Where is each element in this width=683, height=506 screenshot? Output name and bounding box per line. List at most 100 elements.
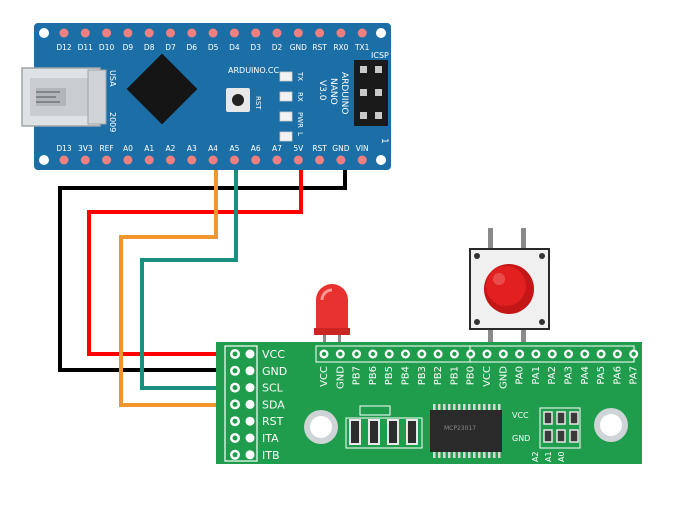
arduino-pin-a4: A4 — [208, 144, 218, 165]
arduino-bottom-pin-label: REF — [99, 144, 113, 153]
led-label: PWR — [296, 112, 304, 128]
expander-top-pin-label: PA0 — [515, 366, 526, 385]
led-rx: RX — [279, 91, 304, 102]
arduino-pin-d9: D9 — [123, 28, 134, 52]
arduino-bottom-pin-label: A7 — [272, 144, 282, 153]
expander-pin-pa4: PA4 — [580, 349, 591, 385]
mounting-hole-icon — [304, 410, 338, 444]
arduino-top-pin-label: GND — [290, 43, 307, 52]
resistor-array — [345, 405, 423, 449]
reset-button-icon[interactable] — [226, 88, 250, 112]
arduino-pin-3v3: 3V3 — [78, 144, 93, 165]
expander-top-pin-label: PB4 — [401, 366, 412, 385]
arduino-top-pin-label: D11 — [78, 43, 94, 52]
expander-pin-pa6: PA6 — [612, 349, 623, 385]
arduino-bottom-pin-label: RST — [312, 144, 327, 153]
expander-left-pin-label: ITB — [262, 449, 280, 462]
expander-left-pin-label: ITA — [262, 432, 279, 445]
expander-top-pin-label: PB2 — [433, 366, 444, 385]
expander-top-pin-label: PB3 — [417, 366, 428, 385]
arduino-pin-d7: D7 — [165, 28, 176, 52]
expander-left-pin-label: VCC — [262, 348, 285, 361]
expander-top-pin-label: PA2 — [547, 366, 558, 385]
expander-top-pin-label: VCC — [319, 366, 330, 387]
arduino-bottom-pin-label: A6 — [251, 144, 261, 153]
mounting-hole-icon — [594, 408, 628, 442]
push-button-icon[interactable] — [469, 228, 550, 352]
expander-top-pin-label: PB7 — [352, 366, 363, 385]
arduino-pin-rst: RST — [312, 28, 327, 52]
arduino-top-pin-label: D9 — [123, 43, 134, 52]
wires — [58, 160, 347, 407]
address-a1-label: A1 — [544, 451, 553, 462]
arduino-pin-5v: 5V — [293, 144, 304, 165]
arduino-top-pin-label: D10 — [99, 43, 115, 52]
led-label: RX — [296, 92, 304, 102]
address-gnd-label: GND — [512, 434, 530, 443]
address-a2-label: A2 — [531, 451, 540, 462]
arduino-pin-tx1: TX1 — [354, 28, 370, 52]
expander-pin-sda: SDA — [230, 398, 285, 411]
arduino-pin-gnd: GND — [332, 144, 350, 165]
expander-pin-pb6: PB6 — [368, 349, 379, 385]
chip-label: MCP23017 — [444, 425, 476, 432]
arduino-pin-d3: D3 — [250, 28, 261, 52]
reset-label: RST — [254, 96, 262, 110]
arduino-top-pin-label: D12 — [56, 43, 72, 52]
arduino-pin-a1: A1 — [144, 144, 154, 165]
expander-top-pin-label: PA5 — [596, 366, 607, 385]
arduino-bottom-pin-label: A1 — [144, 144, 154, 153]
io-expander-board: VCC GND SCL SDA RST ITA ITB VCC GND PB7 PB6 PB5 PB4… — [216, 342, 642, 464]
address-a0-label: A0 — [557, 451, 566, 462]
arduino-top-pin-label: D3 — [250, 43, 261, 52]
expander-pin-scl: SCL — [230, 382, 284, 395]
led-label: L — [296, 132, 304, 136]
expander-top-pin-label: GND — [498, 366, 509, 389]
icsp-pin1-label: 1 — [379, 138, 389, 144]
led-tx: TX — [279, 71, 304, 82]
arduino-bottom-pin-label: A4 — [208, 144, 218, 153]
arduino-pin-a0: A0 — [123, 144, 133, 165]
arduino-pin-rx0: RX0 — [333, 28, 349, 52]
arduino-pin-d8: D8 — [144, 28, 155, 52]
expander-top-pin-label: PA7 — [629, 366, 640, 385]
status-leds: TX RX PWR L — [279, 71, 304, 142]
expander-pin-pa1: PA1 — [531, 349, 542, 385]
wire-teal-scl — [140, 160, 240, 390]
arduino-brand-label: ARDUINO.CC — [228, 66, 279, 75]
usa-label: USA — [108, 70, 117, 87]
expander-top-pin-label: PB6 — [368, 366, 379, 385]
expander-pin-pa2: PA2 — [547, 349, 558, 385]
led-l: L — [279, 131, 304, 142]
address-jumpers — [539, 407, 581, 449]
expander-pin-vcc: VCC — [482, 349, 493, 387]
expander-left-pin-label: RST — [262, 415, 284, 428]
arduino-bottom-pin-label: VIN — [356, 144, 369, 153]
arduino-top-pin-label: D5 — [208, 43, 219, 52]
expander-pin-pa7: PA7 — [629, 349, 640, 385]
expander-pin-ita: ITA — [230, 432, 279, 445]
arduino-pin-rst: RST — [312, 144, 327, 165]
expander-pin-pa0: PA0 — [515, 349, 526, 385]
mcp23017-chip-icon: MCP23017 — [430, 404, 502, 458]
expander-pin-pb2: PB2 — [433, 349, 444, 385]
expander-pin-pa5: PA5 — [596, 349, 607, 385]
arduino-pin-a2: A2 — [166, 144, 176, 165]
address-vcc-label: VCC — [512, 411, 529, 420]
arduino-top-pin-label: RST — [312, 43, 327, 52]
expander-pin-vcc: VCC — [230, 348, 285, 361]
expander-pin-pb5: PB5 — [384, 349, 395, 385]
expander-top-pin-label: PA1 — [531, 366, 542, 385]
arduino-pin-vin: VIN — [356, 144, 369, 165]
icsp-label: ICSP — [371, 51, 389, 60]
expander-pin-pa3: PA3 — [564, 349, 575, 385]
expander-pin-pb4: PB4 — [401, 349, 412, 385]
expander-pin-vcc: VCC — [319, 349, 330, 387]
led-pwr: PWR — [279, 111, 304, 128]
arduino-bottom-pin-label: GND — [332, 144, 349, 153]
year-label: 2009 — [108, 112, 117, 132]
expander-pin-pb1: PB1 — [449, 349, 460, 385]
